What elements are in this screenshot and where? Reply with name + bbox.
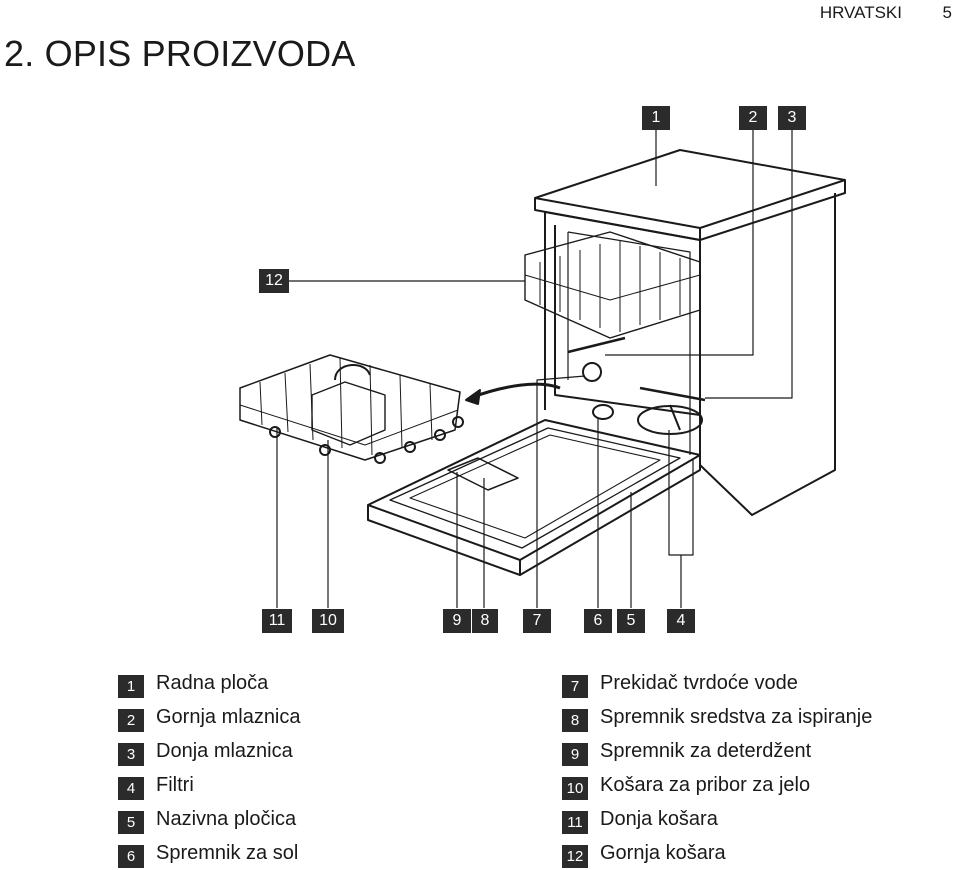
- legend-label: Košara za pribor za jelo: [600, 773, 811, 796]
- legend-label: Spremnik za sol: [156, 841, 299, 864]
- legend-item: 3 Donja mlaznica: [118, 734, 301, 768]
- callout-12: 12: [259, 269, 289, 293]
- callout-11: 11: [262, 609, 292, 633]
- legend-number: 2: [118, 708, 144, 732]
- legend-left-column: 1 Radna ploča 2 Gornja mlaznica 3 Donja mla…: [118, 666, 301, 870]
- callout-7: 7: [523, 609, 551, 633]
- legend-label: Spremnik za deterdžent: [600, 739, 812, 762]
- callout-10: 10: [312, 609, 344, 633]
- legend-item: 12 Gornja košara: [562, 836, 872, 870]
- legend-item: 5 Nazivna pločica: [118, 802, 301, 836]
- legend-item: 6 Spremnik za sol: [118, 836, 301, 870]
- callout-3: 3: [778, 106, 806, 130]
- legend-number: 4: [118, 776, 144, 800]
- legend-number: 9: [562, 742, 588, 766]
- legend-label: Donja košara: [600, 807, 718, 830]
- page-title: 2. OPIS PROIZVODA: [4, 33, 356, 74]
- legend-number: 10: [562, 776, 588, 800]
- legend-number: 3: [118, 742, 144, 766]
- callout-4: 4: [667, 609, 695, 633]
- legend-label: Gornja mlaznica: [156, 705, 301, 728]
- language-label: HRVATSKI: [819, 3, 902, 22]
- legend-label: Gornja košara: [600, 841, 726, 864]
- legend-label: Spremnik sredstva za ispiranje: [600, 705, 873, 728]
- legend-number: 1: [118, 674, 144, 698]
- callout-2: 2: [739, 106, 767, 130]
- legend-item: 9 Spremnik za deterdžent: [562, 734, 872, 768]
- legend-number: 8: [562, 708, 588, 732]
- callout-1: 1: [642, 106, 670, 130]
- legend-label: Prekidač tvrdoće vode: [600, 671, 798, 694]
- callout-9: 9: [443, 609, 471, 633]
- legend-item: 2 Gornja mlaznica: [118, 700, 301, 734]
- legend-number: 6: [118, 844, 144, 868]
- callout-8: 8: [472, 609, 498, 633]
- legend-number: 11: [562, 810, 588, 834]
- legend-number: 12: [562, 844, 588, 868]
- legend-number: 5: [118, 810, 144, 834]
- page-number: 5: [942, 3, 952, 22]
- legend-item: 8 Spremnik sredstva za ispiranje: [562, 700, 872, 734]
- legend-item: 10 Košara za pribor za jelo: [562, 768, 872, 802]
- legend-item: 7 Prekidač tvrdoće vode: [562, 666, 872, 700]
- legend-number: 7: [562, 674, 588, 698]
- callout-6: 6: [584, 609, 612, 633]
- legend-label: Radna ploča: [156, 671, 269, 694]
- legend-item: 1 Radna ploča: [118, 666, 301, 700]
- legend-item: 11 Donja košara: [562, 802, 872, 836]
- legend-right-column: 7 Prekidač tvrdoće vode 8 Spremnik sredstv…: [562, 666, 872, 870]
- callout-5: 5: [617, 609, 645, 633]
- legend-label: Donja mlaznica: [156, 739, 293, 762]
- legend-label: Nazivna pločica: [156, 807, 297, 830]
- legend-item: 4 Filtri: [118, 768, 301, 802]
- legend-label: Filtri: [156, 773, 194, 796]
